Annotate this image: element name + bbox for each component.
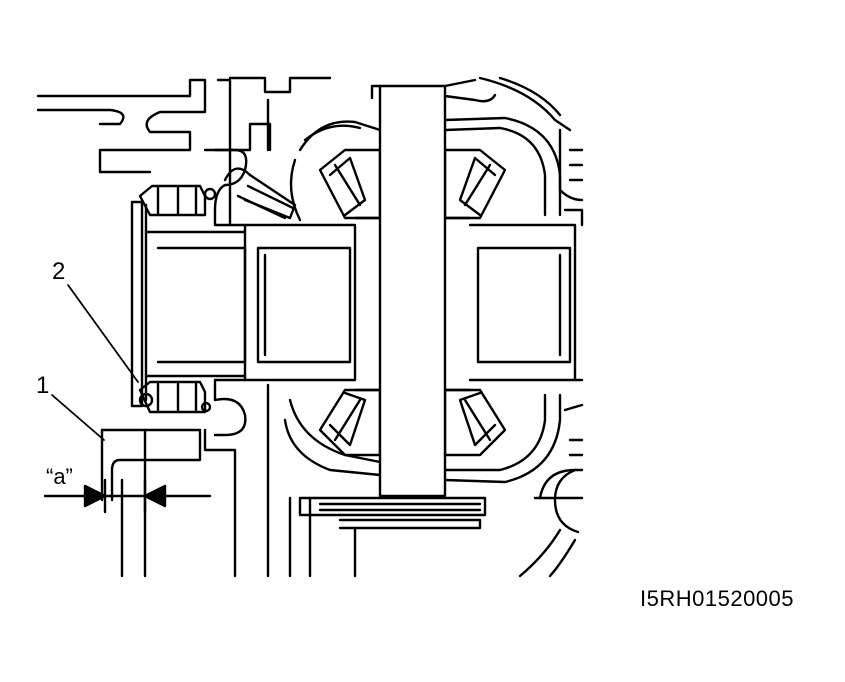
callout-label-1: 1 [36, 372, 50, 399]
right-housing [478, 76, 584, 382]
shim [100, 428, 202, 578]
callout-label-2: 2 [52, 258, 66, 285]
left-side-gear [243, 223, 357, 382]
ring-gear [288, 403, 584, 578]
housing-flange [36, 76, 332, 174]
pinion-gear-upper-left [318, 148, 382, 220]
right-side-gear [468, 223, 577, 382]
differential-carrier [144, 98, 297, 578]
pinion-gear-upper-right [443, 148, 507, 220]
left-bearing [130, 184, 217, 414]
differential-case [283, 116, 562, 484]
callout-label-gap-a: “a” [46, 464, 73, 489]
figure-id: I5RH01520005 [640, 586, 795, 611]
leader-lines [51, 284, 139, 441]
pinion-gear-lower-right [443, 388, 507, 457]
pinion-shaft [353, 78, 497, 498]
gap-a-dimension [43, 478, 212, 514]
pinion-gear-lower-left [318, 388, 382, 457]
